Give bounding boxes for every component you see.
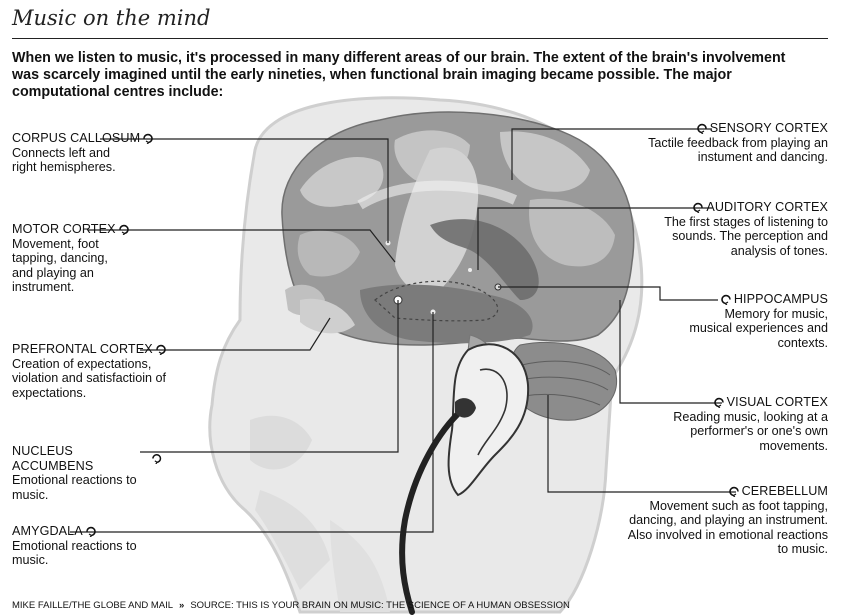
label-prefrontal-cortex: PREFRONTAL CORTEX Creation of expectatio… bbox=[12, 342, 187, 400]
label-name: HIPPOCAMPUS bbox=[734, 292, 828, 307]
pointer-icon bbox=[143, 133, 154, 144]
label-name: CORPUS CALLOSUM bbox=[12, 131, 140, 146]
label-hippocampus: HIPPOCAMPUS Memory for music, musical ex… bbox=[688, 292, 828, 350]
pointer-icon bbox=[156, 344, 167, 355]
label-nucleus-accumbens: NUCLEUS ACCUMBENS Emotional reactions to… bbox=[12, 444, 162, 502]
label-desc: Reading music, looking at a performer's … bbox=[660, 410, 828, 454]
credit-source: SOURCE: THIS IS YOUR BRAIN ON MUSIC: THE… bbox=[190, 600, 570, 611]
credit-author: MIKE FAILLE/THE GLOBE AND MAIL bbox=[12, 600, 173, 611]
label-desc: Creation of expectations, violation and … bbox=[12, 357, 187, 401]
label-desc: Emotional reactions to music. bbox=[12, 473, 162, 502]
label-desc: Memory for music, musical experiences an… bbox=[688, 307, 828, 351]
pointer-icon bbox=[119, 224, 130, 235]
region-dot bbox=[468, 268, 472, 272]
label-desc: The first stages of listening to sounds.… bbox=[658, 215, 828, 259]
label-motor-cortex: MOTOR CORTEX Movement, foot tapping, dan… bbox=[12, 222, 132, 295]
pointer-icon bbox=[696, 123, 707, 134]
label-name: VISUAL CORTEX bbox=[727, 395, 828, 410]
label-desc: Movement, foot tapping, dancing, and pla… bbox=[12, 237, 132, 295]
label-sensory-cortex: SENSORY CORTEX Tactile feedback from pla… bbox=[620, 121, 828, 165]
label-desc: Emotional reactions to music. bbox=[12, 539, 152, 568]
label-name: AUDITORY CORTEX bbox=[706, 200, 828, 215]
label-corpus-callosum: CORPUS CALLOSUM Connects left and right … bbox=[12, 131, 212, 175]
label-name: AMYGDALA bbox=[12, 524, 83, 539]
label-name: SENSORY CORTEX bbox=[710, 121, 828, 136]
label-visual-cortex: VISUAL CORTEX Reading music, looking at … bbox=[660, 395, 828, 453]
label-name: PREFRONTAL CORTEX bbox=[12, 342, 153, 357]
label-name: NUCLEUS ACCUMBENS bbox=[12, 444, 149, 473]
label-cerebellum: CEREBELLUM Movement such as foot tapping… bbox=[618, 484, 828, 557]
label-name: CEREBELLUM bbox=[742, 484, 828, 499]
credit-line: MIKE FAILLE/THE GLOBE AND MAIL » SOURCE: T… bbox=[12, 600, 570, 611]
pointer-icon bbox=[86, 526, 97, 537]
pointer-icon bbox=[728, 486, 739, 497]
pointer-icon bbox=[692, 202, 703, 213]
pointer-icon bbox=[720, 294, 731, 305]
pointer-icon bbox=[713, 397, 724, 408]
label-name: MOTOR CORTEX bbox=[12, 222, 116, 237]
label-desc: Movement such as foot tapping, dancing, … bbox=[618, 499, 828, 557]
label-amygdala: AMYGDALA Emotional reactions to music. bbox=[12, 524, 152, 568]
label-desc: Connects left and right hemispheres. bbox=[12, 146, 132, 175]
pointer-icon bbox=[152, 453, 162, 464]
label-auditory-cortex: AUDITORY CORTEX The first stages of list… bbox=[658, 200, 828, 258]
credit-separator: » bbox=[179, 600, 184, 611]
label-desc: Tactile feedback from playing an instume… bbox=[620, 136, 828, 165]
